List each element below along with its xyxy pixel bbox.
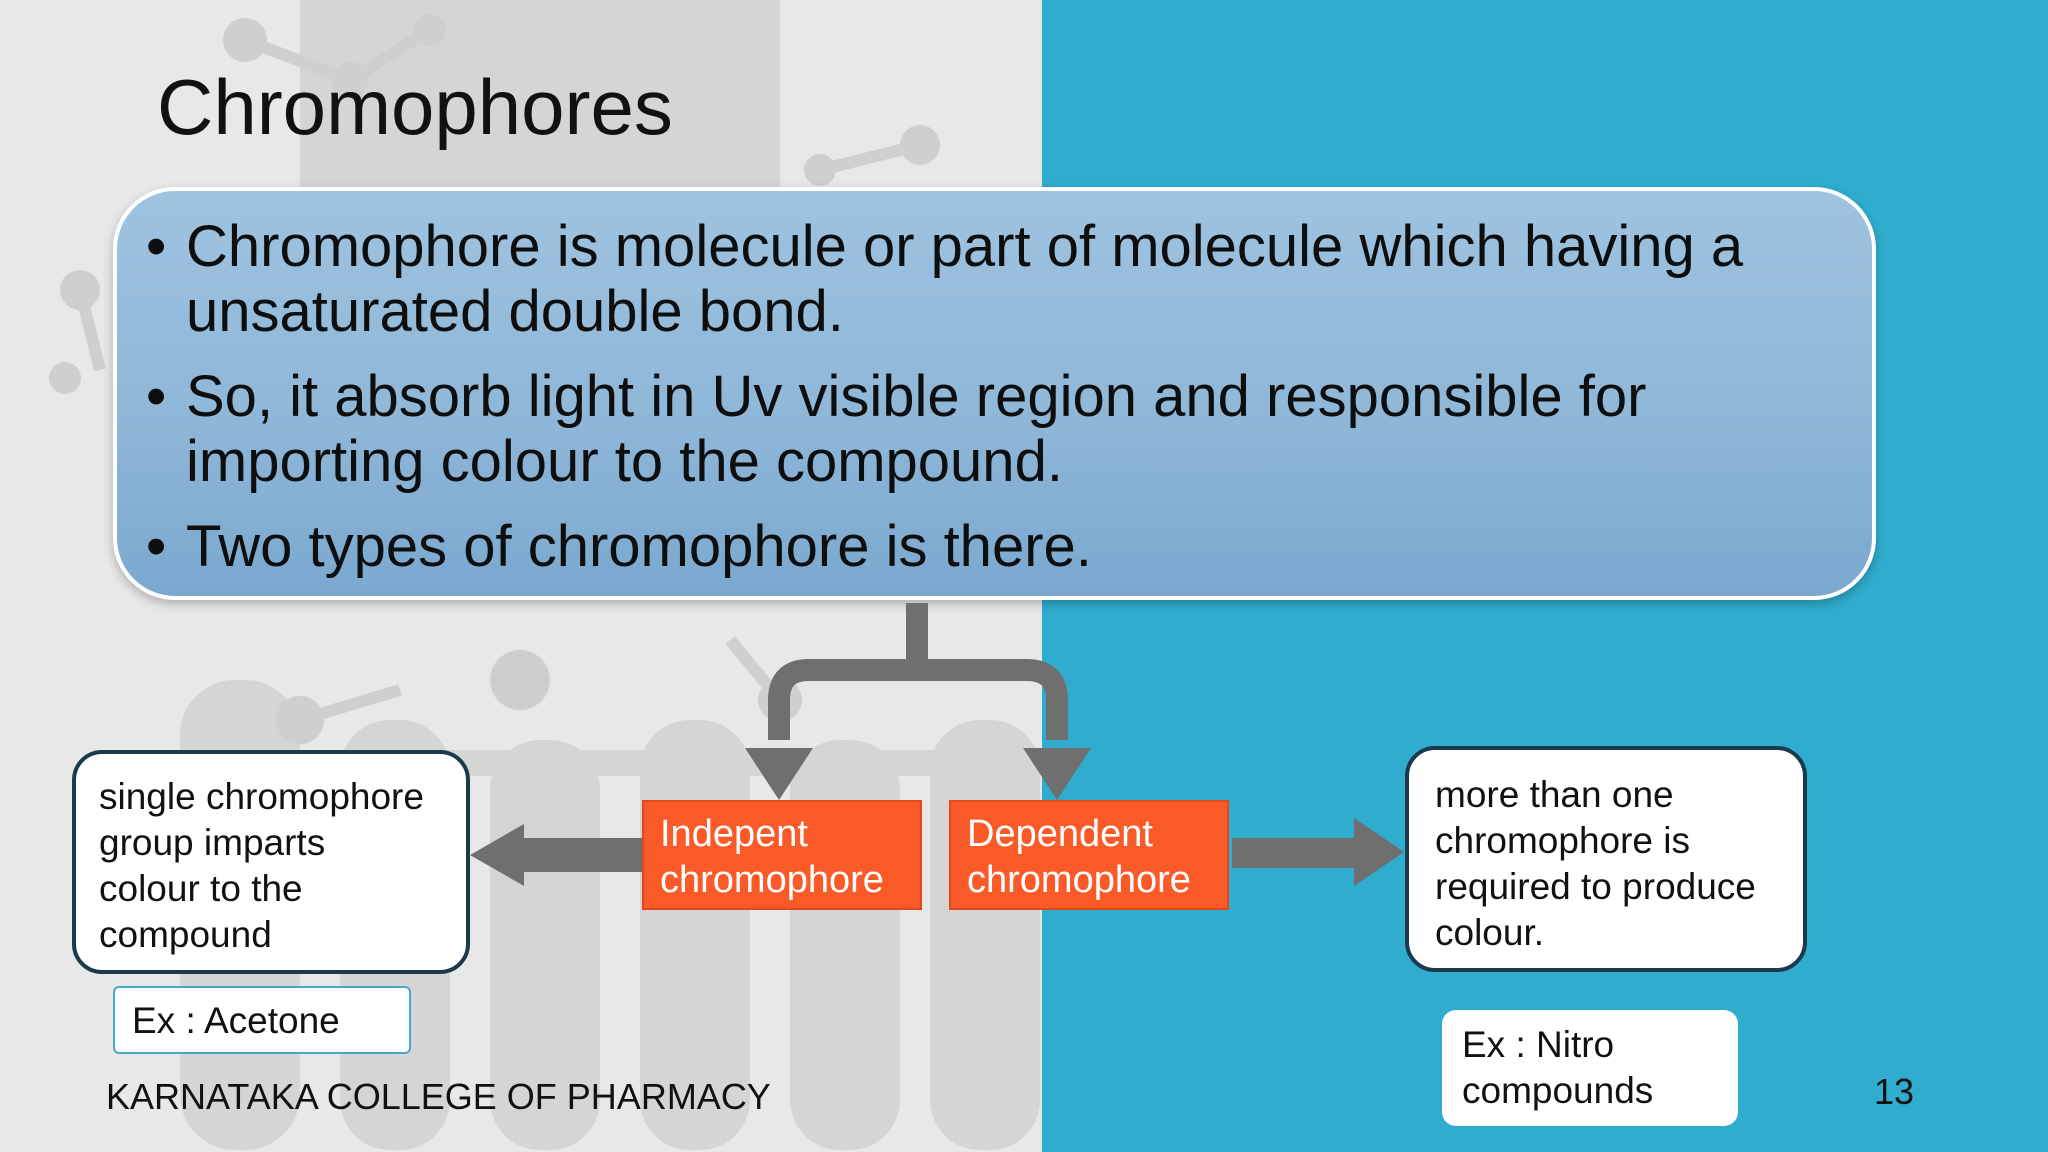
arrow-right-icon xyxy=(1354,818,1404,886)
arrow-down-dependent-icon xyxy=(1023,748,1091,800)
dependent-example-box: Ex : Nitro compounds xyxy=(1442,1010,1738,1126)
bullet-text: Two types of chromophore is there. xyxy=(186,514,1092,579)
definition-callout-box xyxy=(113,187,1876,600)
bullet-symbol: • xyxy=(146,214,167,279)
bullet-item: • So, it absorb light in Uv visible regio… xyxy=(146,364,1866,494)
arrow-right-shaft xyxy=(1232,838,1356,868)
independent-description-card: single chromophore group imparts colour … xyxy=(72,750,470,974)
dependent-description-card: more than one chromophore is required to… xyxy=(1405,746,1807,972)
bullet-item: • Chromophore is molecule or part of mole… xyxy=(146,214,1866,344)
bullet-text: So, it absorb light in Uv visible region… xyxy=(186,364,1647,494)
bullet-symbol: • xyxy=(146,514,167,579)
bullet-item: • Two types of chromophore is there. xyxy=(146,514,1866,579)
bullet-symbol: • xyxy=(146,364,167,429)
bullet-text: Chromophore is molecule or part of molec… xyxy=(186,214,1744,344)
arrow-left-shaft xyxy=(520,838,644,872)
arrow-left-icon xyxy=(470,824,524,886)
independent-example-box: Ex : Acetone xyxy=(113,986,411,1054)
independent-chromophore-box: Indepent chromophore xyxy=(642,800,922,910)
footer-institution: KARNATAKA COLLEGE OF PHARMACY xyxy=(106,1076,771,1117)
definition-bullet-list: • Chromophore is molecule or part of mole… xyxy=(146,214,1866,599)
slide-number: 13 xyxy=(1874,1071,1915,1112)
dependent-chromophore-box: Dependent chromophore xyxy=(949,800,1229,910)
arrow-down-independent-icon xyxy=(745,748,813,800)
split-connector xyxy=(768,659,1068,740)
slide-title: Chromophores xyxy=(157,63,673,151)
